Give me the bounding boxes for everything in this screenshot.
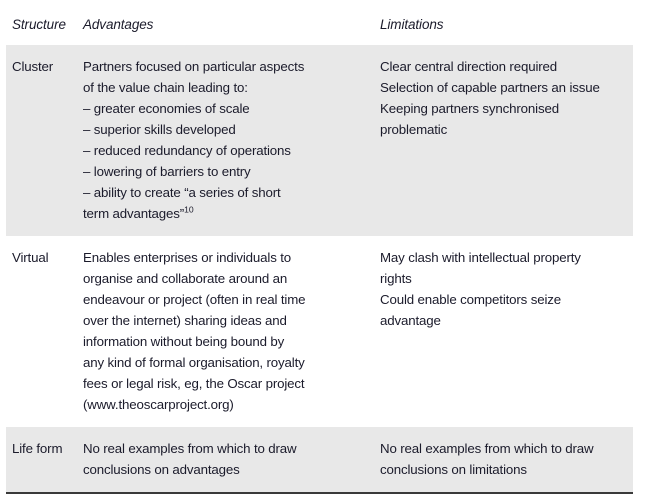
cell-text-line: Enables enterprises or individuals to (83, 250, 292, 265)
cell-advantages: Enables enterprises or individuals to org… (83, 236, 374, 427)
cell-text-line: – superior skills developed (83, 122, 236, 137)
cell-limitations: May clash with intellectual property righ… (374, 236, 633, 427)
column-header-advantages: Advantages (83, 0, 374, 45)
cell-text-line: term advantages”10 (83, 204, 194, 221)
cell-text-line: problematic (380, 122, 448, 137)
cell-text-line: rights (380, 271, 412, 286)
column-header-limitations: Limitations (374, 0, 633, 45)
cell-advantages: No real examples from which to draw concl… (83, 427, 374, 494)
table-header: Structure Advantages Limitations (6, 0, 633, 45)
cell-text-line: endeavour or project (often in real time (83, 292, 306, 307)
cell-text-line: over the internet) sharing ideas and (83, 313, 287, 328)
cell-structure: Life form (6, 427, 83, 494)
cell-text-line: fees or legal risk, eg, the Oscar projec… (83, 376, 305, 391)
cell-structure: Virtual (6, 236, 83, 427)
table-container: Structure Advantages Limitations Cluster… (6, 17, 633, 494)
cell-text-line: organise and collaborate around an (83, 271, 288, 286)
cell-text-line: of the value chain leading to: (83, 80, 248, 95)
header-row: Structure Advantages Limitations (6, 0, 633, 45)
cell-text-line: – reduced redundancy of operations (83, 143, 291, 158)
cell-text-line: No real examples from which to draw (83, 441, 297, 456)
cell-advantages: Partners focused on particular aspects of… (83, 45, 374, 236)
cell-text-line: Keeping partners synchronised (380, 101, 559, 116)
cell-text-line: any kind of formal organisation, royalty (83, 355, 305, 370)
cell-text-line: (www.theoscarproject.org) (83, 397, 234, 412)
cell-text-line: conclusions on advantages (83, 462, 240, 477)
cell-text-line: advantage (380, 313, 441, 328)
cell-text-line: Selection of capable partners an issue (380, 80, 600, 95)
cell-text-line: No real examples from which to draw (380, 441, 594, 456)
cell-text-line: – greater economies of scale (83, 101, 250, 116)
cell-text-line: conclusions on limitations (380, 462, 527, 477)
cell-text-line: information without being bound by (83, 334, 285, 349)
cell-limitations: No real examples from which to draw concl… (374, 427, 633, 494)
cell-text-line: Could enable competitors seize (380, 292, 562, 307)
cell-text-line: Clear central direction required (380, 59, 558, 74)
cell-text-line: – ability to create “a series of short (83, 185, 281, 200)
cell-text-line: May clash with intellectual property (380, 250, 581, 265)
column-header-structure: Structure (6, 0, 83, 45)
cell-text-line: Partners focused on particular aspects (83, 59, 305, 74)
footnote-reference: 10 (184, 204, 194, 215)
cell-text-line: – lowering of barriers to entry (83, 164, 251, 179)
structure-comparison-table: Structure Advantages Limitations Cluster… (6, 0, 633, 494)
cell-structure: Cluster (6, 45, 83, 236)
